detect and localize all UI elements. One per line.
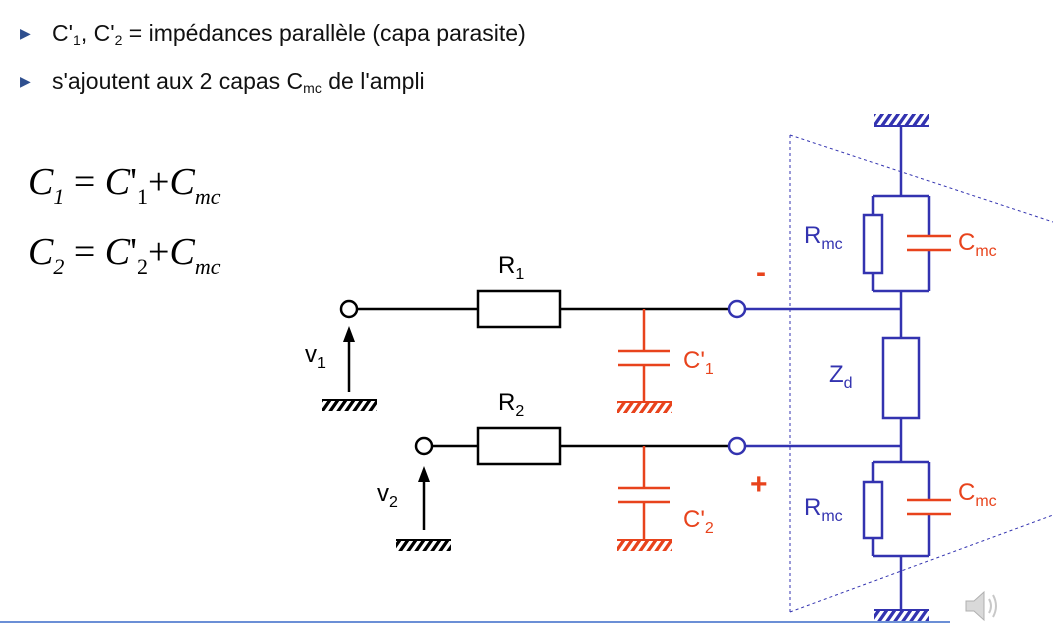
bullet-item-1: ▶C'1, C'2 = impédances parallèle (capa p… <box>20 20 526 48</box>
label-rmc-top: Rmc <box>804 222 843 253</box>
inverting-input-terminal <box>727 299 747 319</box>
label-plus: + <box>750 468 768 501</box>
label-cmc-top: Cmc <box>958 229 997 260</box>
amplifier-outline <box>789 134 1053 613</box>
label-r1: R1 <box>498 252 524 283</box>
ground-icon <box>396 540 451 551</box>
ground-icon <box>617 540 672 551</box>
equation-c1: C1 = C'1+Cmc <box>28 161 221 209</box>
capacitor-cmc-bottom <box>907 498 951 516</box>
speaker-icon[interactable] <box>962 588 1002 624</box>
label-v2: v2 <box>377 480 398 511</box>
ground-icon <box>322 400 377 411</box>
label-v1: v1 <box>305 341 326 372</box>
label-c2-prime: C'2 <box>683 506 714 537</box>
triangle-right-icon: ▶ <box>20 25 31 41</box>
capacitor-c2-prime <box>618 446 670 540</box>
input-wiring <box>357 307 730 448</box>
impedance-zd <box>881 336 921 420</box>
ground-icon <box>874 114 929 126</box>
label-minus: - <box>756 256 766 289</box>
resistor-r2 <box>476 426 562 466</box>
resistor-rmc-bottom <box>862 480 884 540</box>
resistor-r1 <box>476 289 562 329</box>
bullet-item-2: ▶s'ajoutent aux 2 capas Cmc de l'ampli <box>20 68 425 96</box>
equation-c2: C2 = C'2+Cmc <box>28 231 221 279</box>
ground-icon <box>874 610 929 622</box>
label-c1-prime: C'1 <box>683 347 714 378</box>
v2-terminal <box>414 436 434 456</box>
amplifier-wiring <box>744 126 931 610</box>
v2-arrow <box>418 466 430 530</box>
label-r2: R2 <box>498 389 524 420</box>
capacitor-c1-prime <box>618 309 670 402</box>
v1-arrow <box>343 326 355 392</box>
label-zd: Zd <box>829 361 853 392</box>
resistor-rmc-top <box>862 213 884 275</box>
ground-icon <box>617 402 672 413</box>
capacitor-cmc-top <box>907 234 951 252</box>
v1-terminal <box>339 299 359 319</box>
triangle-right-icon: ▶ <box>20 73 31 89</box>
label-cmc-bottom: Cmc <box>958 479 997 510</box>
non-inverting-input-terminal <box>727 436 747 456</box>
label-rmc-bottom: Rmc <box>804 494 843 525</box>
